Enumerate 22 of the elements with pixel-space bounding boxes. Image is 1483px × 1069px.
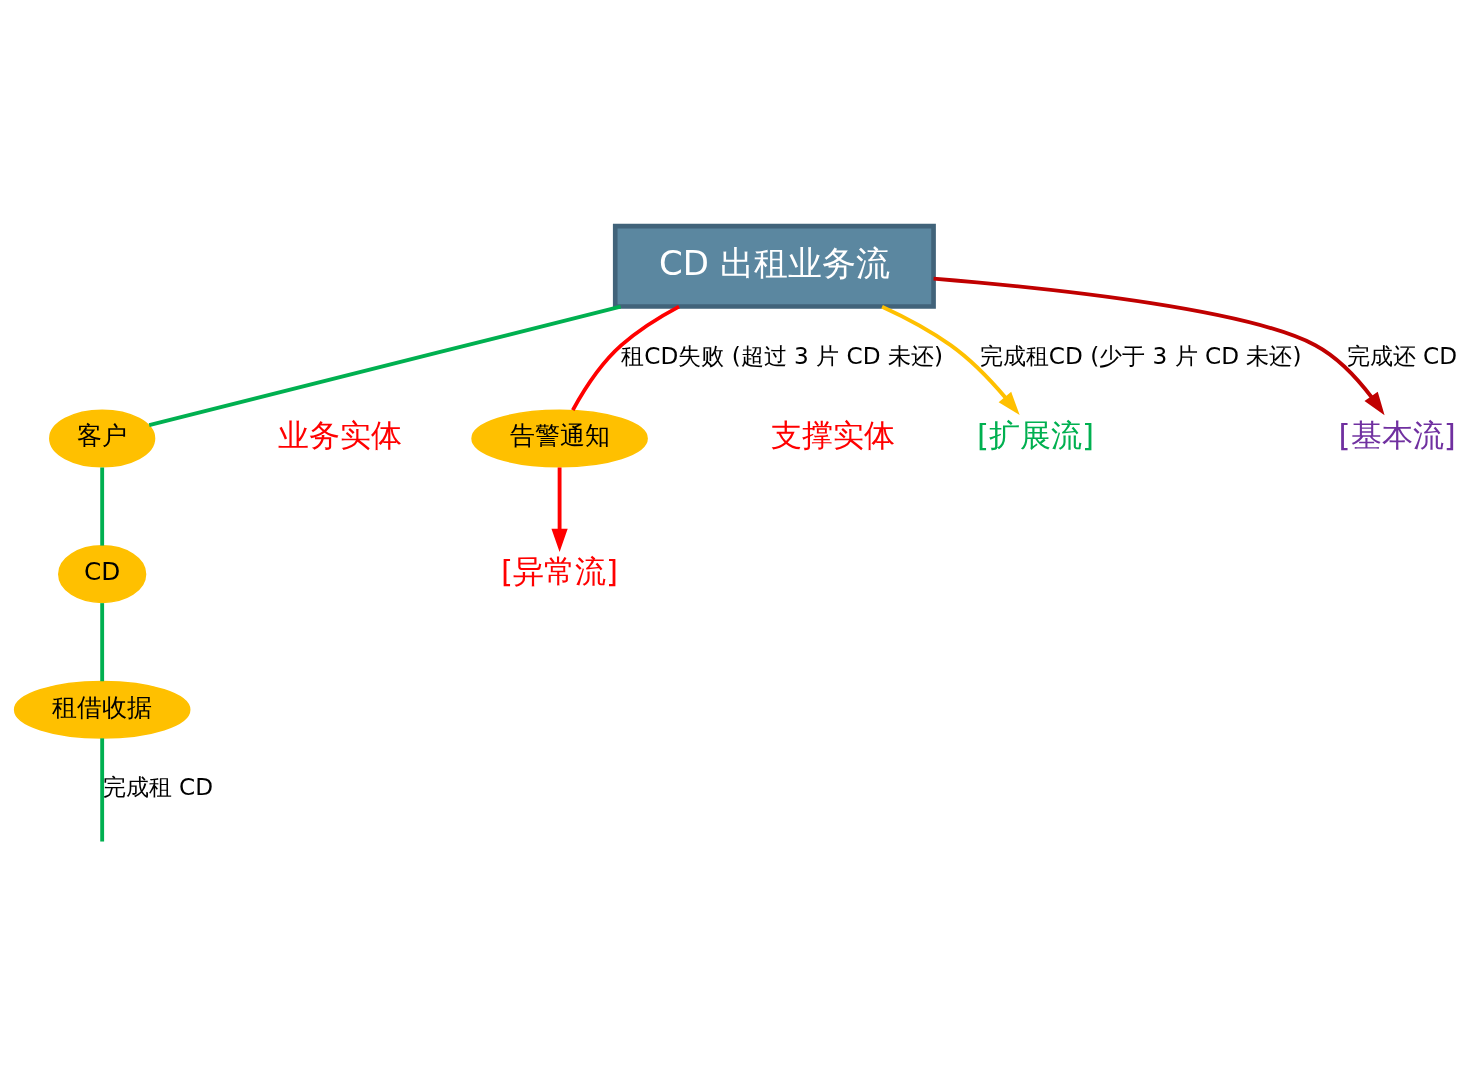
node-ellipse: CD [58,545,147,604]
connector [100,738,105,842]
edge-label: 租CD失败 (超过 3 片 CD 未还) [621,341,943,369]
node-text: [异常流] [501,552,619,589]
connector [148,304,622,427]
node-text: [扩展流] [977,417,1095,454]
node-box: CD 出租业务流 [612,223,936,309]
arrow [933,276,1385,416]
arrow [551,467,568,552]
edge-label: 完成租CD (少于 3 片 CD 未还) [979,341,1302,369]
connector [100,467,105,546]
connector [100,603,105,682]
edge-label: 完成还 CD [1346,341,1457,369]
node-ellipse: 告警通知 [471,409,648,468]
node-ellipse: 租借收据 [13,680,191,739]
edge-label: 完成租 CD [102,773,213,801]
node-text: [基本流] [1338,417,1456,454]
label: 业务实体 [278,417,403,454]
label: 支撑实体 [771,417,896,454]
arrow [881,305,1020,415]
node-ellipse: 客户 [49,409,156,468]
connector [571,304,680,412]
